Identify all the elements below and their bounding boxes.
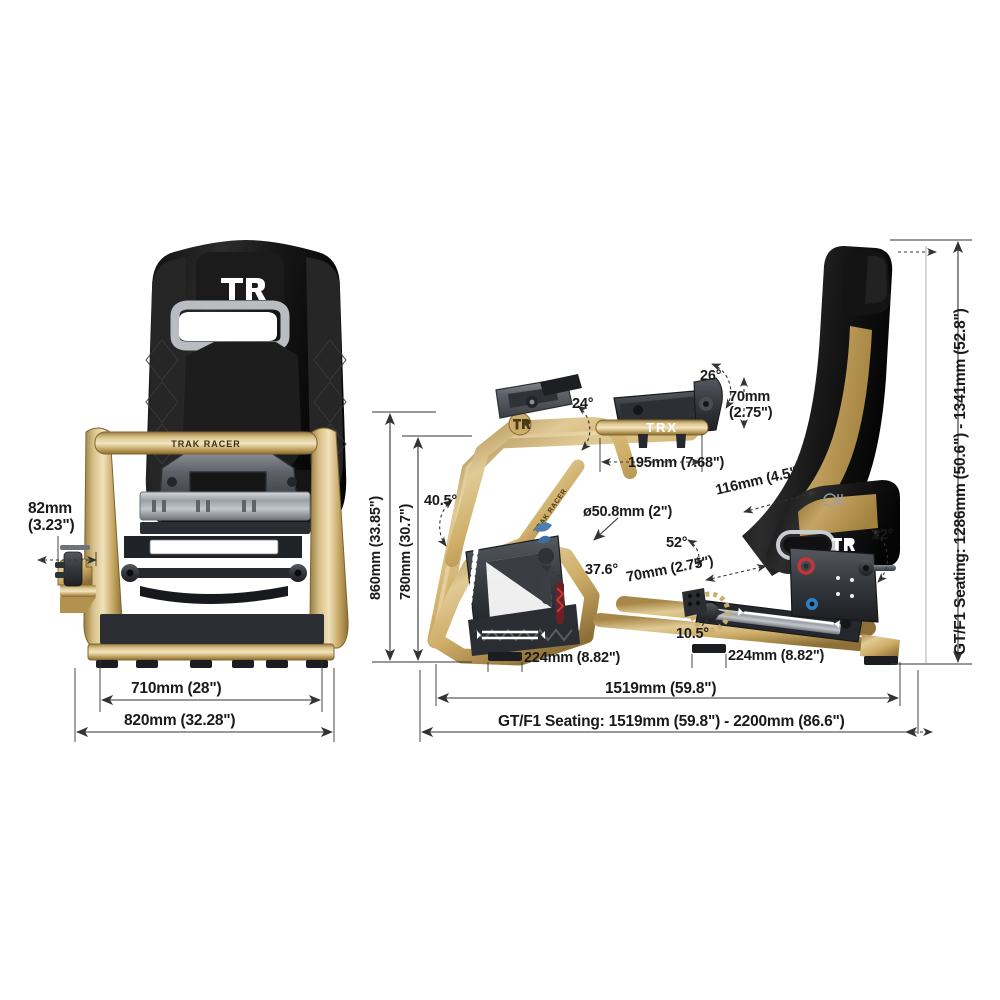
label-height-780: 780mm (30.7") <box>398 503 414 600</box>
label-angle-26: 26° <box>700 368 722 384</box>
wheel-mount-front <box>495 374 582 419</box>
label-length-1519: 1519mm (59.8") <box>605 680 717 697</box>
label-angle-24: 24° <box>572 396 594 412</box>
label-foot-right-224: 224mm (8.82") <box>728 648 825 664</box>
label-angle-10-5: 10.5° <box>676 626 710 642</box>
side-view-artwork: TRAK RACER <box>427 246 900 666</box>
label-front-inner-width: 710mm (28") <box>131 680 222 697</box>
label-front-outer-width: 820mm (32.28") <box>124 712 236 729</box>
front-view-artwork: TRAK RACER <box>55 240 349 668</box>
label-foot-left-224: 224mm (8.82") <box>524 650 621 666</box>
label-angle-52: 52° <box>666 535 688 551</box>
seat-logo-front <box>221 278 266 300</box>
label-angle-40-5: 40.5° <box>424 493 458 509</box>
label-height-range: GT/F1 Seating: 1286mm (50.6") - 1341mm (… <box>952 308 969 655</box>
label-angle-37-6: 37.6° <box>585 562 619 578</box>
label-angle-22: 22° <box>872 527 894 543</box>
label-length-range: GT/F1 Seating: 1519mm (59.8") - 2200mm (… <box>498 713 845 730</box>
label-wheel-travel-70: 70mm (2.75") <box>729 389 773 422</box>
label-rail-195: 195mm (7.68") <box>628 455 725 471</box>
label-height-860: 860mm (33.85") <box>368 495 384 600</box>
label-pedal-offset: 82mm (3.23") <box>28 500 75 535</box>
label-tube-diameter: ø50.8mm (2") <box>583 504 673 520</box>
svg-text:TRAK RACER: TRAK RACER <box>171 439 241 449</box>
svg-text:TRX: TRX <box>646 420 678 435</box>
